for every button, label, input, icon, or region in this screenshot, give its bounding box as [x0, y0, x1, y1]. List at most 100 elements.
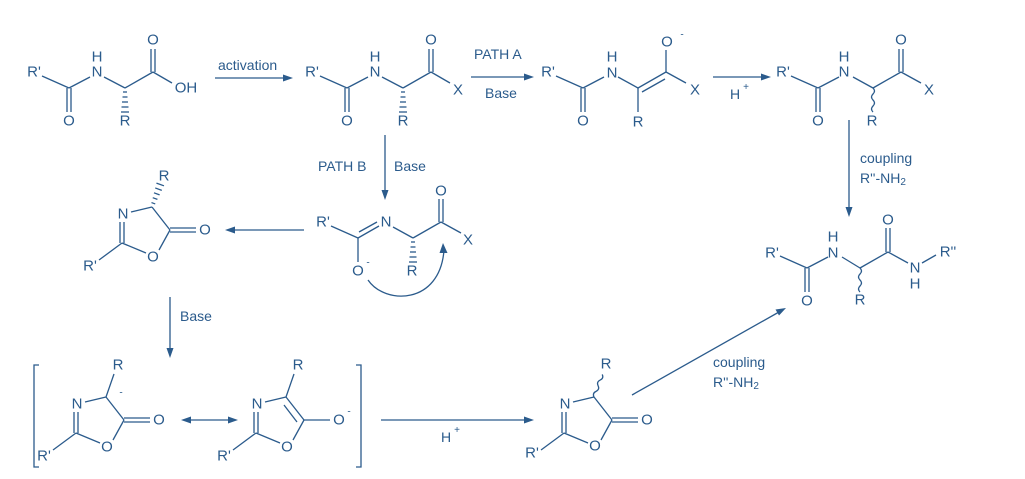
atom-hydrogen: H — [607, 49, 618, 66]
atom-r: R — [633, 114, 644, 131]
amine-label: R''-NH2 — [713, 374, 759, 392]
atom-r: R — [120, 113, 131, 130]
path-a-base-label: Base — [485, 85, 517, 101]
atom-oxygen: O — [812, 113, 824, 130]
path-b-arrow: PATH B Base — [318, 135, 426, 200]
atom-ring-oxygen: O — [281, 439, 293, 456]
resonance-arrow — [181, 416, 238, 424]
amine-label: R''-NH2 — [860, 170, 906, 188]
activation-arrow: activation — [215, 57, 293, 82]
atom-oxygen: O — [895, 32, 907, 49]
right-bracket — [356, 364, 362, 468]
atom-r: R — [855, 292, 866, 309]
atom-r-prime: R' — [27, 64, 41, 81]
atom-oxygen: O — [641, 412, 653, 429]
molecule-activated: R' O N H R O X — [305, 32, 463, 130]
atom-oxygen: O — [435, 183, 447, 200]
atom-hydrogen: H — [370, 49, 381, 66]
molecule-dipeptide-product: R' O N H R O N H R'' — [765, 212, 956, 310]
molecule-oxazolone-carbanion: R - N O R' O — [37, 357, 165, 465]
atom-r-prime: R' — [217, 448, 231, 465]
molecule-imidate-intermediate: R' O - N R O X — [316, 183, 473, 280]
atom-hydrogen: H — [910, 276, 921, 293]
atom-oxygen: O — [153, 412, 165, 429]
base-arrow-down: Base — [166, 297, 212, 358]
atom-r-prime: R' — [541, 64, 555, 81]
path-a-arrow: PATH A Base — [471, 46, 534, 101]
atom-nitrogen: N — [118, 206, 129, 223]
path-b-base-label: Base — [394, 158, 426, 174]
coupling-arrow-diagonal: coupling R''-NH2 — [631, 308, 786, 396]
molecule-oxazole-enolate: R N O - R' O — [217, 357, 351, 465]
proton-label: H+ — [730, 82, 749, 103]
atom-r: R — [601, 356, 612, 373]
molecule-enolate: R' O N H R O - X — [541, 30, 700, 131]
path-b-label: PATH B — [318, 158, 367, 174]
activation-label: activation — [218, 57, 277, 73]
atom-r-prime: R' — [83, 258, 97, 275]
atom-x: X — [463, 232, 473, 249]
atom-hydrogen: H — [828, 229, 839, 246]
molecule-racemic-oxazolone: R N O R' O — [525, 356, 653, 462]
molecule-starting-acid: R' O N H R O OH — [27, 32, 197, 130]
atom-r: R — [398, 113, 409, 130]
base-label: Base — [180, 308, 212, 324]
atom-oxygen-anion: O — [661, 34, 673, 51]
atom-r-prime: R' — [37, 448, 51, 465]
atom-nitrogen: N — [370, 64, 381, 81]
negative-charge: - — [366, 258, 369, 269]
atom-r: R — [293, 357, 304, 374]
atom-hydrogen: H — [839, 49, 850, 66]
atom-oxygen: O — [425, 32, 437, 49]
atom-x: X — [690, 82, 700, 99]
coupling-label: coupling — [713, 354, 765, 370]
left-bracket — [33, 364, 39, 468]
atom-nitrogen: N — [607, 65, 618, 82]
atom-ring-oxygen: O — [589, 438, 601, 455]
atom-r: R — [407, 263, 418, 280]
atom-nitrogen: N — [72, 396, 83, 413]
atom-r-double-prime: R'' — [940, 244, 957, 261]
atom-nitrogen: N — [560, 396, 571, 413]
path-a-label: PATH A — [474, 46, 522, 62]
atom-oxygen: O — [63, 113, 75, 130]
atom-oxygen: O — [199, 222, 211, 239]
atom-oxygen-anion: O — [352, 263, 364, 280]
molecule-racemic-activated: R' O N H R O X — [776, 32, 934, 130]
atom-hydroxyl: OH — [175, 80, 198, 97]
cyclization-arrow — [225, 226, 304, 234]
atom-r: R — [867, 113, 878, 130]
curved-electron-arrow — [367, 243, 448, 297]
atom-r: R — [159, 168, 170, 185]
atom-x: X — [453, 82, 463, 99]
atom-nitrogen: N — [252, 396, 263, 413]
atom-nitrogen: N — [92, 64, 103, 81]
atom-x: X — [924, 82, 934, 99]
atom-ring-oxygen: O — [101, 439, 113, 456]
atom-r-prime: R' — [305, 64, 319, 81]
atom-r: R — [113, 357, 124, 374]
atom-r-prime: R' — [525, 445, 539, 462]
molecule-oxazolone: R N O R' O — [83, 168, 211, 275]
negative-charge: - — [119, 388, 122, 399]
atom-r-prime: R' — [765, 245, 779, 262]
negative-charge: - — [680, 30, 683, 41]
atom-nitrogen: N — [381, 214, 392, 231]
atom-ring-oxygen: O — [147, 249, 159, 266]
atom-r-prime: R' — [316, 214, 330, 231]
atom-oxygen: O — [882, 212, 894, 229]
proton-label: H+ — [441, 425, 460, 446]
atom-nitrogen: N — [839, 64, 850, 81]
atom-oxygen-anion: O — [333, 412, 345, 429]
protonation-arrow-2: H+ — [381, 416, 534, 446]
coupling-label: coupling — [860, 150, 912, 166]
atom-r-prime: R' — [776, 64, 790, 81]
atom-hydrogen: H — [92, 49, 103, 66]
atom-nitrogen: N — [910, 260, 921, 277]
atom-oxygen: O — [147, 32, 159, 49]
atom-nitrogen: N — [828, 245, 839, 262]
protonation-arrow: H+ — [713, 73, 771, 103]
coupling-arrow-down: coupling R''-NH2 — [845, 120, 912, 217]
atom-oxygen: O — [341, 113, 353, 130]
